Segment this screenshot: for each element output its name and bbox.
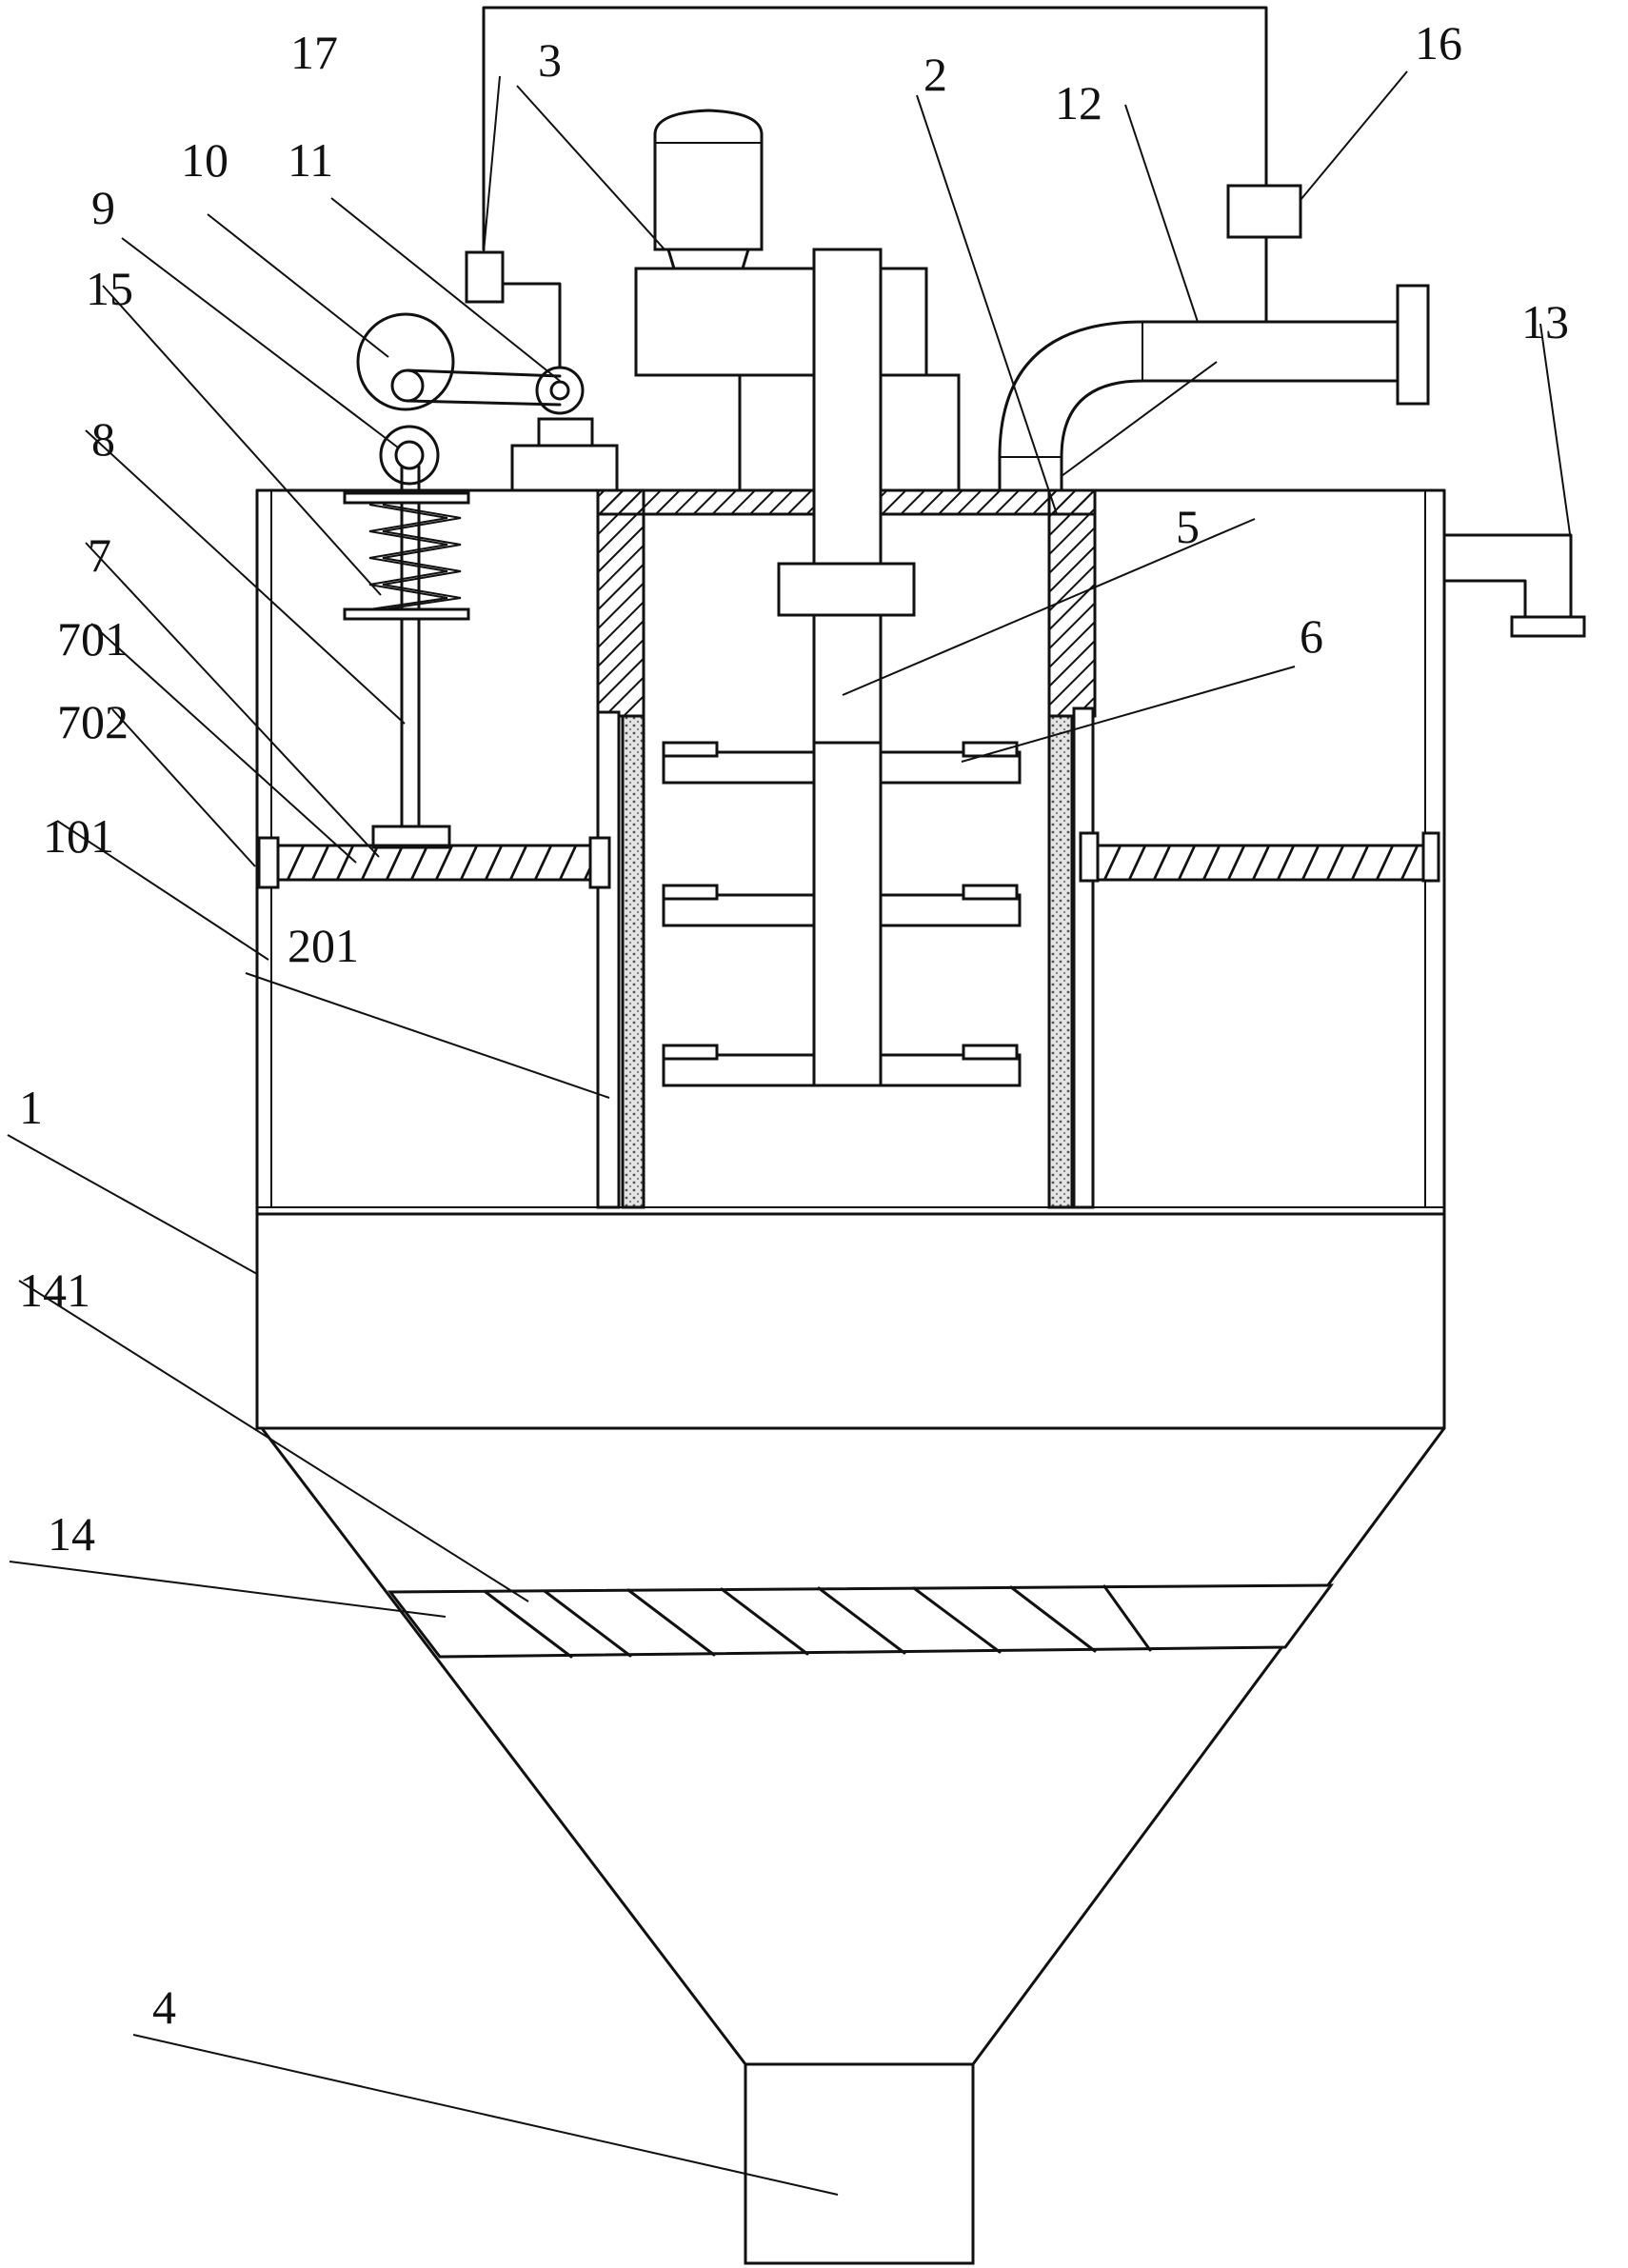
label-3: 3	[538, 33, 562, 87]
cam-10	[356, 312, 455, 411]
label-13: 13	[1521, 295, 1569, 348]
label-7: 7	[88, 528, 111, 582]
inlet-pipe	[998, 284, 1430, 492]
label-6: 6	[1300, 609, 1323, 663]
label-201: 201	[288, 919, 359, 972]
motor-assembly	[634, 109, 961, 492]
vibration-mechanism	[343, 312, 619, 849]
label-9: 9	[91, 181, 115, 234]
controller-17	[465, 250, 505, 304]
leader-lines	[7, 70, 1572, 2196]
label-702: 702	[57, 695, 129, 748]
label-701: 701	[57, 612, 129, 666]
control-wiring	[465, 6, 1302, 378]
label-101: 101	[43, 809, 114, 863]
label-12: 12	[1055, 76, 1102, 129]
controller-16	[1226, 184, 1302, 239]
conical-hopper	[260, 1426, 1446, 2265]
label-2: 2	[923, 48, 947, 101]
discharge-outlet	[744, 2062, 975, 2265]
label-1: 1	[19, 1081, 43, 1134]
label-141: 141	[19, 1263, 90, 1317]
label-4: 4	[152, 1980, 176, 2034]
screen-plates	[257, 831, 1440, 889]
filter-layer-left	[621, 714, 645, 1209]
side-outlet-pipe	[1442, 533, 1586, 638]
label-8: 8	[91, 412, 115, 466]
label-15: 15	[86, 262, 133, 315]
hopper-screen	[387, 1583, 1334, 1659]
reference-numerals: 17 3 2 12 16 13 10 11 9 15 8 5 7 6 701 7…	[19, 16, 1569, 2034]
label-17: 17	[290, 26, 338, 79]
label-5: 5	[1176, 500, 1200, 553]
label-14: 14	[48, 1507, 95, 1561]
stirring-shaft	[662, 248, 1022, 1087]
label-11: 11	[288, 133, 333, 187]
label-10: 10	[181, 133, 228, 187]
filter-layer-right	[1047, 714, 1074, 1209]
label-16: 16	[1415, 16, 1462, 70]
